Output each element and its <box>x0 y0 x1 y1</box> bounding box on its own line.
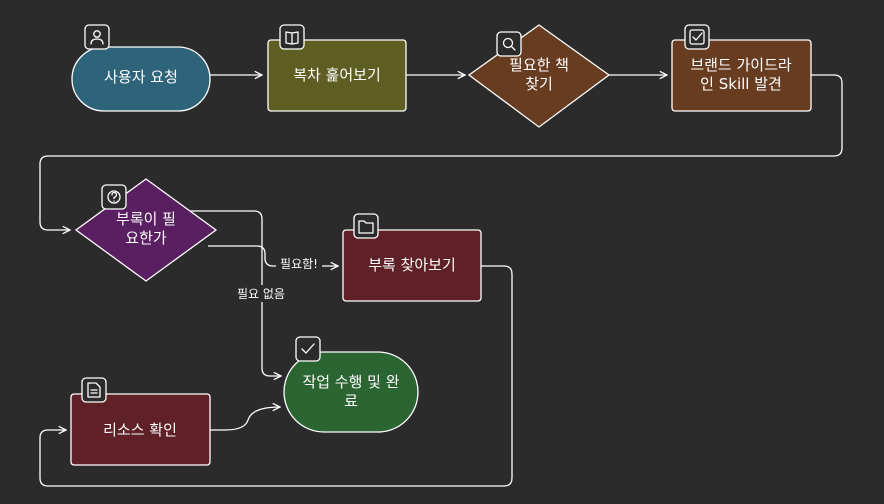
node-find-book-line2: 찾기 <box>525 75 553 93</box>
node-complete-line1: 작업 수행 및 완 <box>302 373 399 391</box>
edge-guideline-to-appendix-question <box>39 74 843 230</box>
node-need-appendix-line2: 요한가 <box>125 229 167 247</box>
checkbox-icon <box>295 336 321 362</box>
edge-needed <box>208 245 338 266</box>
search-icon <box>496 31 522 57</box>
node-complete[interactable]: 작업 수행 및 완 료 <box>283 336 419 433</box>
folder-icon <box>353 213 379 239</box>
document-icon <box>81 377 107 403</box>
question-icon <box>101 184 127 210</box>
node-browse-table-label: 복차 훑어보기 <box>293 66 381 84</box>
node-find-book[interactable]: 필요한 책 찾기 <box>467 24 611 128</box>
edge-label-needed: 필요함! <box>276 255 322 271</box>
edge-label-needed-text: 필요함! <box>280 257 318 271</box>
checkbox-icon <box>684 24 710 50</box>
node-check-resources[interactable]: 리소스 확인 <box>70 377 211 466</box>
node-browse-appendix-label: 부록 찾아보기 <box>368 256 456 274</box>
node-complete-line2: 료 <box>344 392 358 410</box>
node-check-resources-label: 리소스 확인 <box>103 421 177 439</box>
edge-label-not-needed: 필요 없음 <box>230 285 292 302</box>
node-user-request-label: 사용자 요청 <box>104 68 178 86</box>
edge-resources-to-complete <box>210 407 280 431</box>
node-find-book-line1: 필요한 책 <box>509 56 569 74</box>
node-user-request[interactable]: 사용자 요청 <box>71 24 211 112</box>
book-icon <box>279 24 305 50</box>
node-find-guideline-line1: 브랜드 가이드라 <box>690 56 792 74</box>
edge-label-not-needed-text: 필요 없음 <box>237 287 285 301</box>
user-icon <box>84 24 110 50</box>
edge-appendix-to-resources <box>39 265 513 487</box>
node-find-guideline-line2: 인 Skill 발견 <box>700 75 782 93</box>
node-browse-appendix[interactable]: 부록 찾아보기 <box>342 213 482 302</box>
node-need-appendix-line1: 부록이 필 <box>116 210 176 228</box>
node-browse-table[interactable]: 복차 훑어보기 <box>267 24 407 112</box>
node-need-appendix[interactable]: 부록이 필 요한가 <box>74 178 218 282</box>
node-find-guideline[interactable]: 브랜드 가이드라 인 Skill 발견 <box>671 24 812 112</box>
